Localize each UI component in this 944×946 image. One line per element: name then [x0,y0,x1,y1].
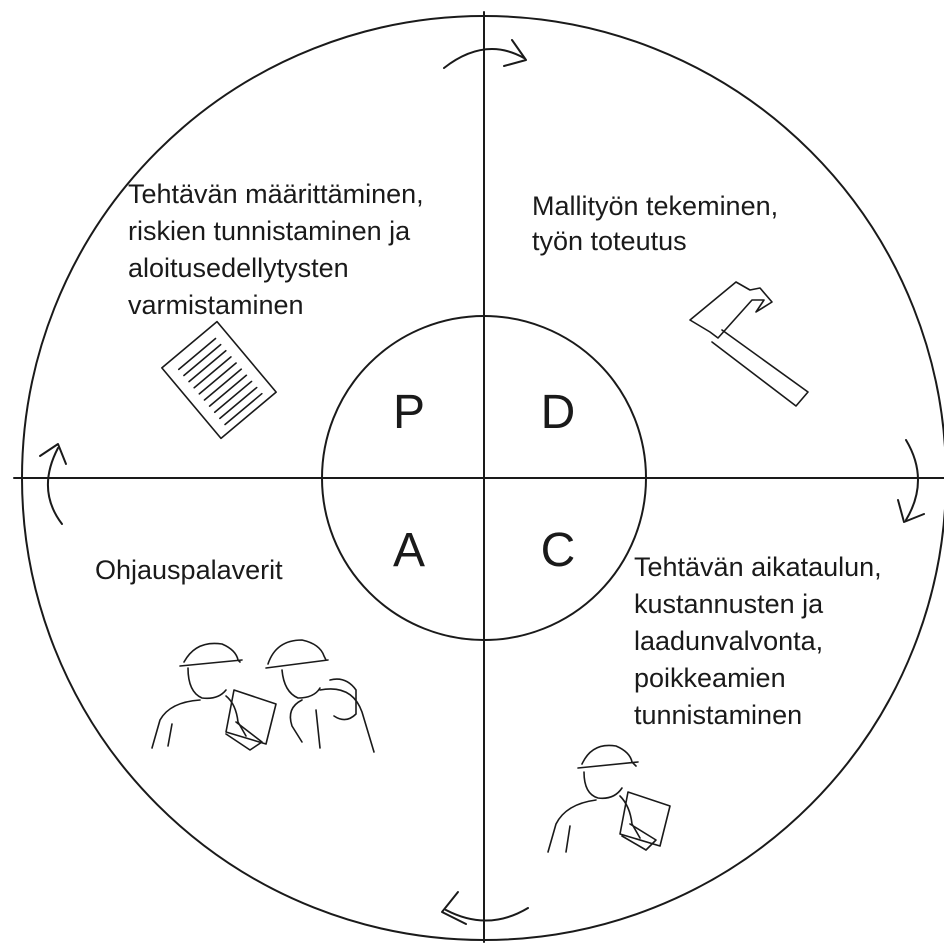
plan-line-1: Tehtävän määrittäminen, [128,179,424,209]
act-text: Ohjauspalaverit [95,555,283,585]
arrow-left-icon [39,443,67,525]
arrow-top-icon [443,39,527,69]
plan-line-2: riskien tunnistaminen ja [128,216,411,246]
check-line-3: laadunvalvonta, [634,626,823,656]
check-line-1: Tehtävän aikataulun, [634,552,882,582]
check-line-2: kustannusten ja [634,589,824,619]
plan-line-3: aloitusedellytysten [128,253,349,283]
do-text: Mallityön tekeminen, työn toteutus [532,191,786,256]
hammer-icon [689,281,809,407]
check-line-5: tunnistaminen [634,700,802,730]
plan-text: Tehtävän määrittäminen, riskien tunnista… [128,179,431,320]
arrow-right-icon [897,439,925,523]
do-line-2: työn toteutus [532,226,687,256]
letter-do: D [541,386,576,439]
meeting-workers-icon [151,639,375,753]
letter-check: C [541,524,576,577]
check-text: Tehtävän aikataulun, kustannusten ja laa… [634,552,889,730]
letter-plan: P [393,386,425,439]
check-line-4: poikkeamien [634,663,786,693]
inspector-worker-icon [547,744,671,853]
do-line-1: Mallityön tekeminen, [532,191,778,221]
letter-act: A [393,524,425,577]
plan-line-4: varmistaminen [128,290,304,320]
document-icon [161,320,277,440]
arrow-bottom-icon [441,891,529,925]
